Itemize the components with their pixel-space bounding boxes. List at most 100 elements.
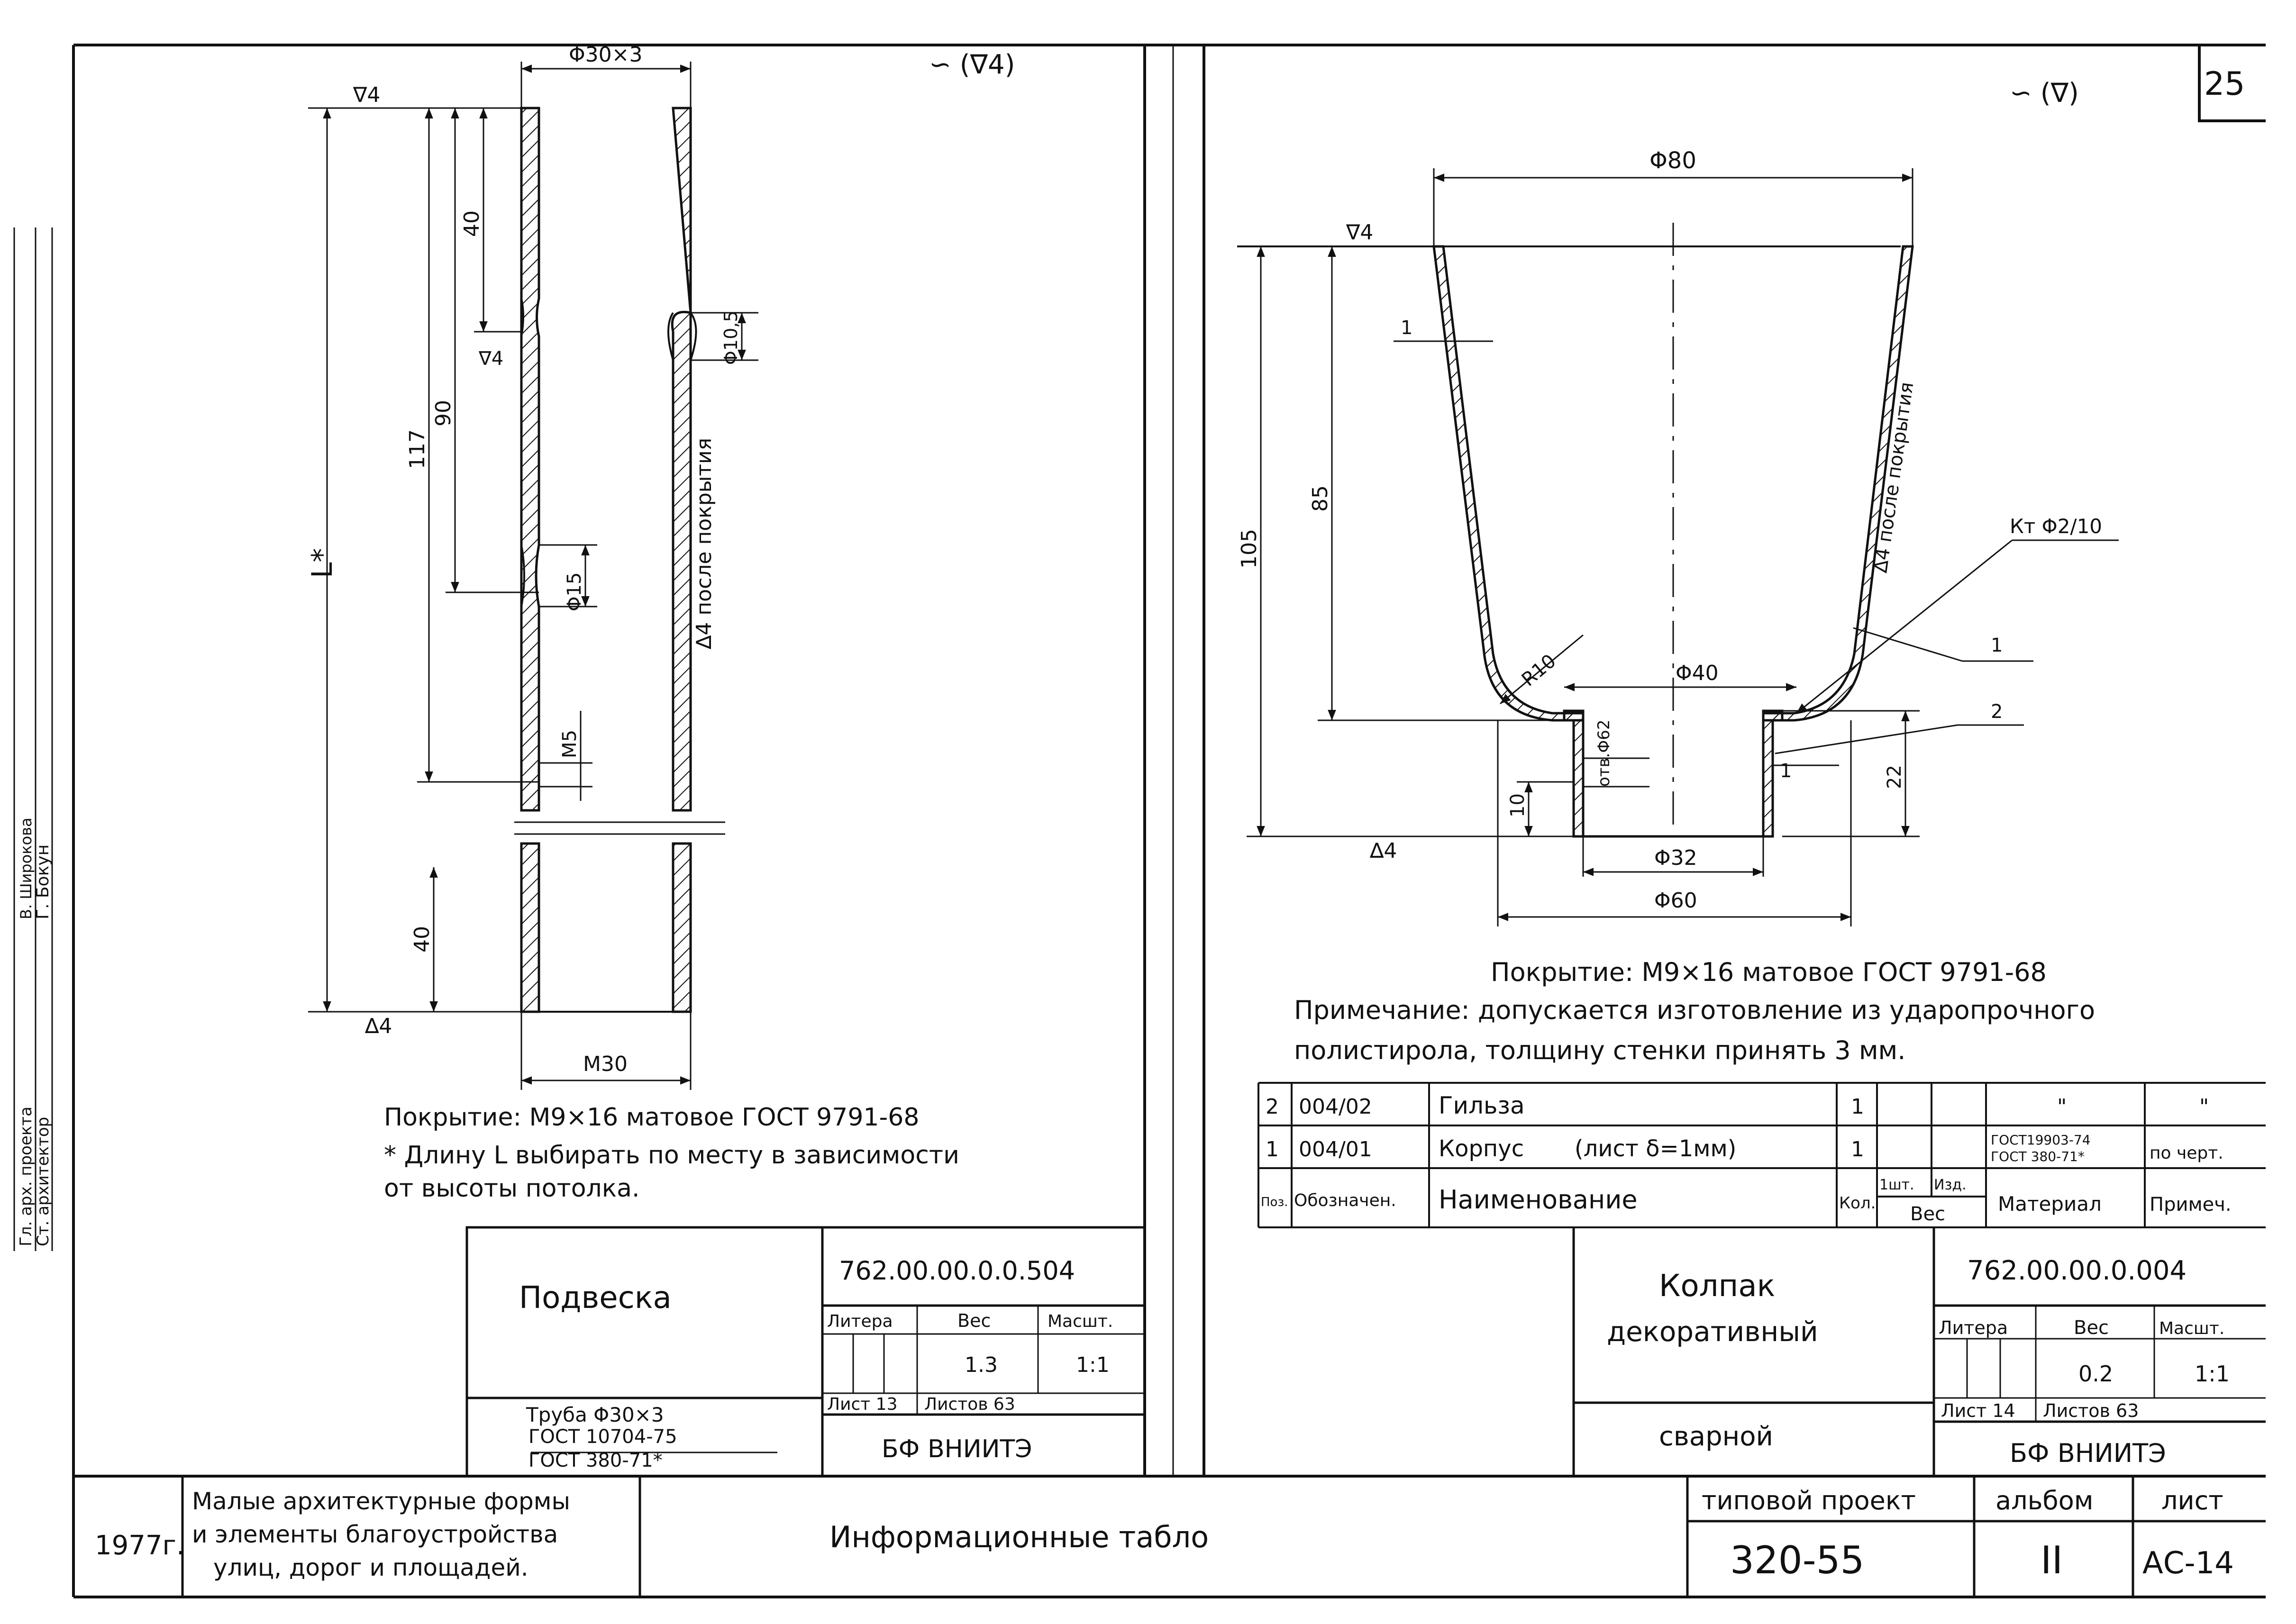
side-stamp: Ст. архитектор Гл. арх. проекта Г. Бокун…: [13, 227, 53, 1251]
bottom-series-3: улиц, дорог и площадей.: [213, 1554, 528, 1581]
spec-header-pos: Поз.: [1261, 1195, 1288, 1209]
cap-drawing: ∽ (∇) ∇4 Φ80 105 ∆4 85 1 R10: [1237, 78, 2119, 1065]
right-remark-1: Примечание: допускается изготовление из …: [1294, 995, 2095, 1025]
spec-header-weight: Вес: [1910, 1203, 1945, 1225]
spec-row-2-pos: 2: [1266, 1095, 1279, 1119]
mark-r4-bottom-right: ∆4: [1369, 839, 1397, 863]
right-remark-2: полистирола, толщину стенки принять 3 мм…: [1294, 1035, 1905, 1065]
right-title-scale: 1:1: [2195, 1361, 2230, 1387]
left-title-material-1: Труба Φ30×3: [526, 1403, 664, 1426]
bottom-project: 320-55: [1730, 1538, 1864, 1582]
left-title-sheet: Лист 13: [827, 1395, 897, 1414]
side-stamp-name-2: В. Широкова: [17, 817, 35, 919]
mark-r4-top-right: ∇4: [1346, 220, 1373, 245]
side-stamp-role-2: Гл. арх. проекта: [17, 1107, 36, 1246]
spec-header-material: Материал: [1998, 1192, 2102, 1216]
side-stamp-name-1: Г. Бокун: [33, 844, 53, 919]
cap-wall-left: [1432, 245, 1585, 722]
bottom-sheet-label: лист: [2161, 1486, 2223, 1515]
page-number: 25: [2204, 65, 2245, 103]
left-title-block: Подвеска 762.00.00.0.0.504 Литера Вес Ма…: [465, 1226, 1146, 1478]
leader-2: 2: [1991, 701, 2003, 723]
dim-hole-10: Φ10,5: [720, 310, 741, 365]
spec-table: 2 004/02 Гильза 1 " " 1 004/01 Корпус (л…: [1257, 1082, 2266, 1228]
spec-row-1-material-2: ГОСТ 380-71*: [1991, 1149, 2085, 1164]
dim-h10: 10: [1507, 793, 1529, 817]
left-title-org: БФ ВНИИТЭ: [882, 1435, 1032, 1463]
dim-117: 117: [405, 429, 429, 469]
spec-row-1-code: 004/01: [1299, 1137, 1372, 1161]
dim-d32: Φ32: [1654, 846, 1697, 870]
dim-wall-1b: 1: [1780, 760, 1792, 782]
spec-header-note: Примеч.: [2150, 1194, 2232, 1216]
spec-row-2-code: 004/02: [1299, 1095, 1372, 1119]
right-surface-mark: ∽ (∇): [2010, 78, 2079, 109]
pipe-wall-left-lower: [520, 842, 540, 1013]
dim-hole-15: Φ15: [564, 572, 585, 611]
spec-row-1-name: Корпус (лист δ=1мм): [1439, 1135, 1736, 1162]
spec-header-weight-unit: 1шт.: [1879, 1177, 1914, 1193]
dim-90: 90: [431, 400, 456, 426]
right-title-name-1: Колпак: [1659, 1269, 1775, 1304]
spec-header-name: Наименование: [1439, 1185, 1638, 1215]
dim-otv: отв.Φ62: [1594, 720, 1613, 787]
right-title-block: Колпак декоративный сварной 762.00.00.0.…: [1572, 1227, 2266, 1476]
right-title-weight: 0.2: [2078, 1361, 2113, 1387]
spec-row-2-material: ": [2057, 1095, 2067, 1119]
bottom-album-label: альбом: [1995, 1486, 2094, 1515]
pipe-wall-right-lower: [672, 842, 692, 1013]
dim-40-bottom: 40: [410, 926, 434, 953]
right-title-litera-label: Литера: [1939, 1317, 2008, 1338]
left-title-weight: 1.3: [965, 1353, 998, 1377]
dim-m30: M30: [583, 1052, 628, 1076]
dim-top-diameter: Φ30×3: [569, 43, 642, 67]
spec-header-code: Обозначен.: [1294, 1191, 1396, 1210]
spec-row-1-material-1: ГОСТ19903-74: [1991, 1132, 2091, 1148]
right-title-sheets: Листов 63: [2043, 1400, 2139, 1421]
pipe-wall-right: [671, 107, 692, 812]
left-coating-note: Покрытие: М9×16 матовое ГОСТ 9791-68: [384, 1103, 919, 1132]
sleeve-wall-left: [1563, 709, 1585, 838]
bottom-sheet: АС-14: [2142, 1546, 2234, 1581]
left-title-material-2: ГОСТ 10704-75: [528, 1426, 677, 1448]
spec-row-1-qty: 1: [1851, 1137, 1864, 1161]
spec-header-weight-prod: Изд.: [1934, 1177, 1967, 1193]
label-kt: Кт Φ2/10: [2010, 515, 2102, 538]
dim-wall-1: 1: [1401, 317, 1412, 339]
dim-d40: Φ40: [1676, 661, 1719, 685]
bottom-series-1: Малые архитектурные формы: [192, 1488, 570, 1515]
bottom-project-label: типовой проект: [1702, 1486, 1916, 1515]
dim-d80: Φ80: [1649, 147, 1696, 174]
right-title-subtitle: сварной: [1659, 1421, 1773, 1452]
spec-row-2-name: Гильза: [1439, 1092, 1525, 1119]
spec-row-1-note: по черт.: [2150, 1143, 2223, 1163]
mark-r4-mid: ∇4: [478, 348, 503, 370]
pipe-wall-left: [520, 107, 540, 812]
right-title-weight-label: Вес: [2074, 1317, 2109, 1339]
spec-row-2-note: ": [2199, 1095, 2209, 1119]
sheet-frame: [72, 44, 2266, 1598]
bottom-year: 1977г.: [95, 1530, 185, 1561]
dim-h105: 105: [1237, 529, 1261, 569]
side-stamp-role-1: Ст. архитектор: [34, 1117, 53, 1246]
bottom-strip: 1977г. Малые архитектурные формы и элеме…: [95, 1476, 2266, 1597]
left-vertical-note: ∆4 после покрытия: [692, 438, 716, 650]
bottom-title: Информационные табло: [829, 1520, 1209, 1554]
left-length-note-2: от высоты потолка.: [384, 1174, 640, 1203]
spec-row-2-qty: 1: [1851, 1095, 1864, 1119]
mark-r4-bottom: ∆4: [364, 1014, 392, 1038]
left-surface-mark: ∽ (∇4): [929, 49, 1015, 80]
left-title-scale: 1:1: [1076, 1353, 1110, 1377]
right-coating-note: Покрытие: М9×16 матовое ГОСТ 9791-68: [1491, 957, 2047, 987]
spec-header-qty: Кол.: [1839, 1194, 1876, 1213]
spec-row-1-pos: 1: [1266, 1137, 1279, 1161]
right-title-sheet: Лист 14: [1941, 1400, 2015, 1421]
bottom-album: II: [2041, 1538, 2063, 1582]
left-title-name: Подвеска: [519, 1280, 672, 1316]
right-title-name-2: декоративный: [1607, 1316, 1818, 1348]
dim-l-star: L*: [306, 548, 339, 578]
pipe-drawing: ∽ (∇4) Φ30×3 ∇4 L* ∆4 117: [306, 43, 1015, 1203]
left-title-weight-label: Вес: [957, 1310, 991, 1331]
right-title-scale-label: Масшт.: [2159, 1319, 2224, 1338]
left-title-material-3: ГОСТ 380-71*: [528, 1450, 663, 1471]
